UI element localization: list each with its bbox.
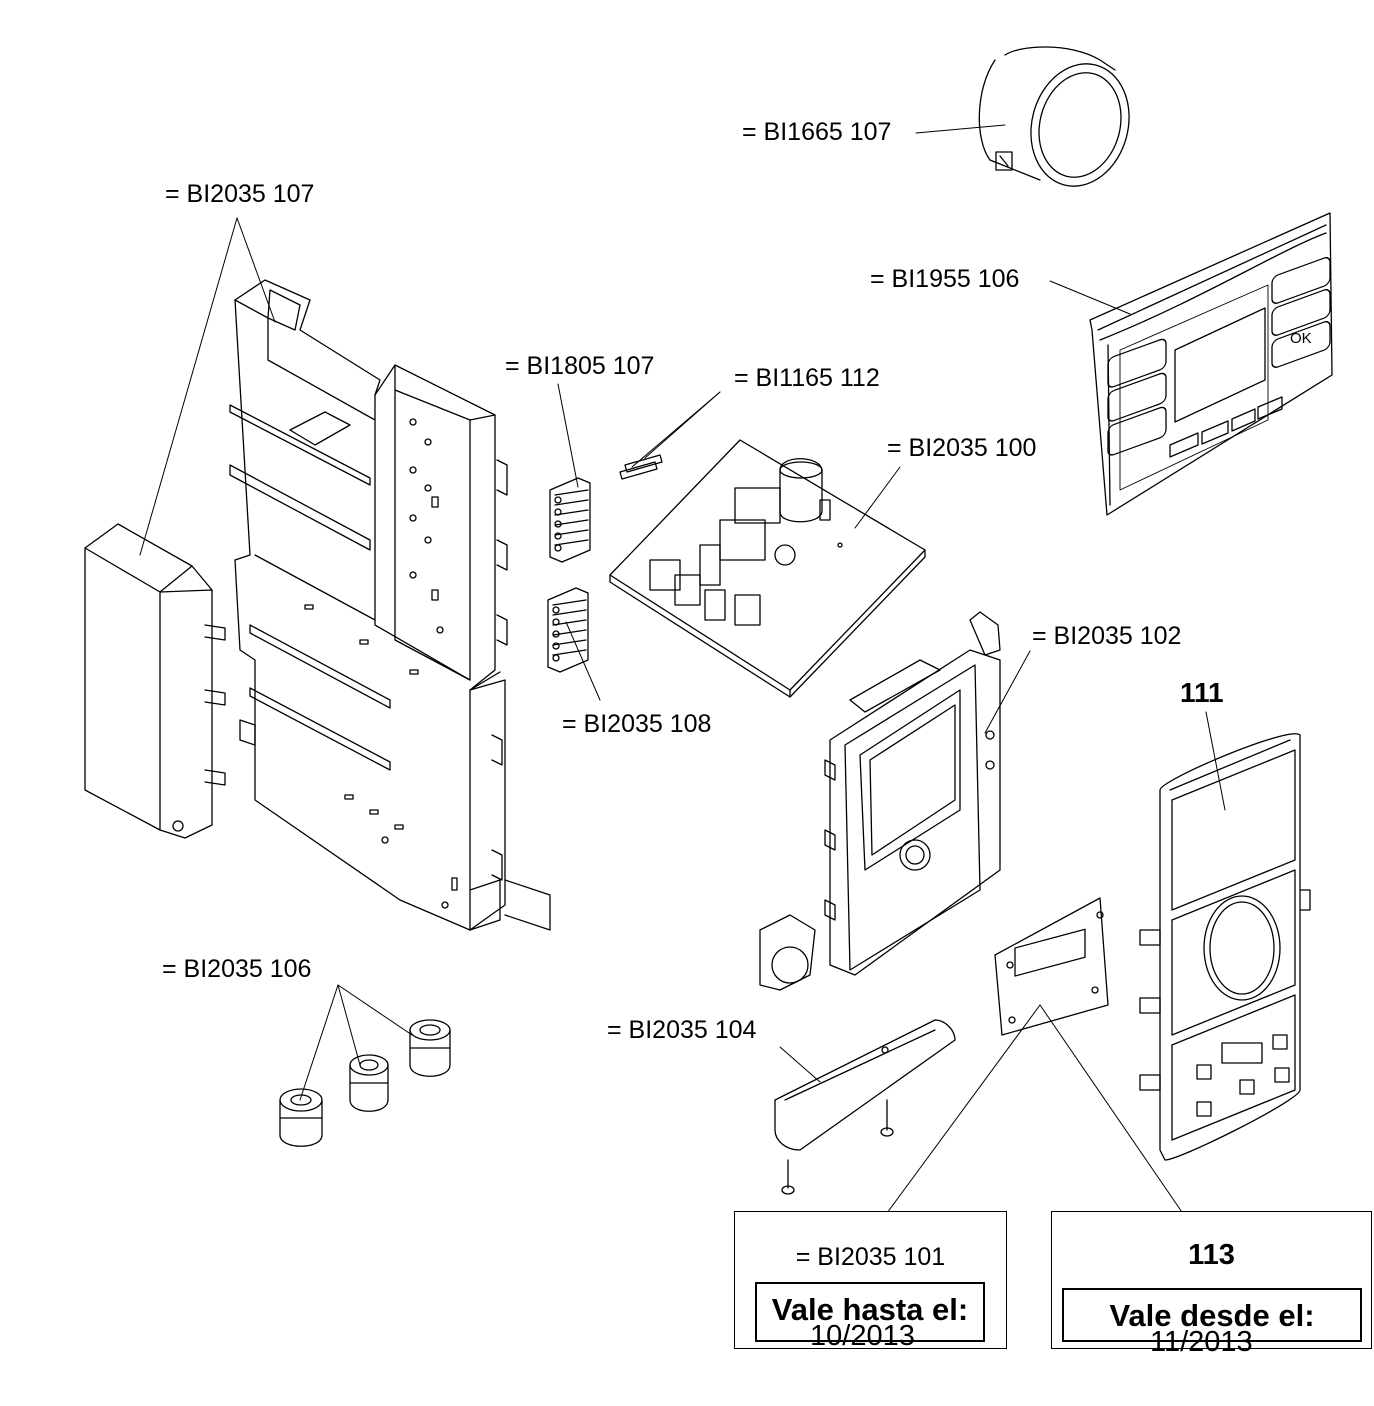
validity-box-new: 113 Vale desde el:: [1051, 1211, 1372, 1349]
terminal-blocks-part: [547, 477, 591, 673]
validity-title-old: Vale hasta el:: [771, 1292, 969, 1327]
control-panel-part: OK: [1089, 212, 1333, 516]
label-bi1665-107: = BI1665 107: [742, 118, 892, 146]
main-housing-part: [229, 279, 551, 931]
box-old-part-label: = BI2035 101: [795, 1243, 946, 1271]
label-bi1805-107: = BI1805 107: [505, 352, 655, 380]
front-panel-part: [1139, 733, 1311, 1161]
validity-date-new: 11/2013: [1150, 1326, 1253, 1358]
validity-title-new: Vale desde el:: [1109, 1298, 1315, 1333]
label-bi2035-106: = BI2035 106: [162, 955, 312, 983]
validity-frame-new: Vale desde el:: [1062, 1288, 1362, 1342]
label-bi2035-102: = BI2035 102: [1032, 622, 1182, 650]
validity-box-old: = BI2035 101 Vale hasta el:: [734, 1211, 1007, 1349]
validity-frame-old: Vale hasta el:: [755, 1282, 985, 1342]
leader-lines: [139, 124, 1226, 1229]
label-part-111: 111: [1180, 677, 1224, 708]
label-bi2035-107: = BI2035 107: [165, 180, 315, 208]
small-pcb-part: [994, 897, 1109, 1036]
cover-part: [84, 523, 226, 839]
frame-part: [759, 611, 1001, 991]
circuit-board-part: [609, 439, 926, 698]
box-new-part-label: 113: [1188, 1239, 1235, 1271]
label-bi1955-106: = BI1955 106: [870, 265, 1020, 293]
label-bi2035-100: = BI2035 100: [887, 434, 1037, 462]
bracket-part: [774, 1019, 956, 1195]
label-bi2035-104: = BI2035 104: [607, 1016, 757, 1044]
ok-key-label: OK: [1290, 330, 1312, 347]
knob-part: [978, 46, 1130, 187]
label-bi2035-108: = BI2035 108: [562, 710, 712, 738]
validity-date-old: 10/2013: [810, 1320, 915, 1352]
label-bi1165-112: = BI1165 112: [734, 364, 880, 392]
cable-glands-part: [279, 1019, 451, 1147]
fuses-part: [619, 454, 663, 480]
